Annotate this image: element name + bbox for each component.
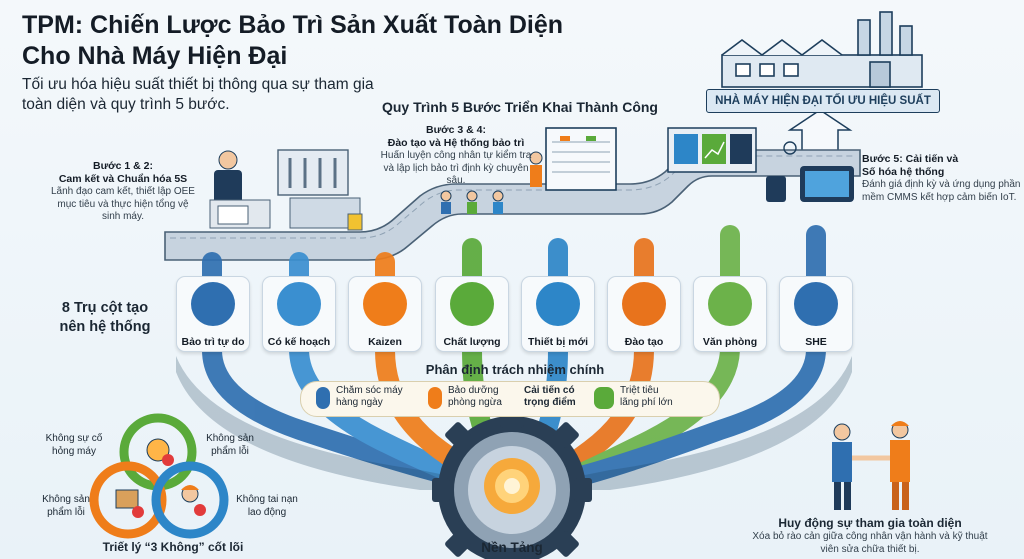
pillars-label-line-1: 8 Trụ cột tạo [61, 300, 149, 316]
step-3-4-heading-b: Đào tạo và Hệ thống bảo trì [387, 137, 525, 149]
manager-signing-icon [209, 150, 271, 229]
zero-item-line1: Không sản [42, 494, 90, 505]
pillars-label: 8 Trụ cột tạo nên hệ thống [40, 299, 170, 337]
step-5: Bước 5: Cải tiến và Số hóa hệ thống Đánh… [862, 153, 1022, 204]
seated-workers-icon [440, 190, 504, 214]
foundation-label: Nền Tảng [481, 540, 543, 555]
handshake-workers-icon [832, 421, 910, 510]
zero-item-line2: hỏng máy [52, 445, 96, 457]
zero-item-line1: Không sản [206, 433, 254, 444]
page-title: TPM: Chiến Lược Bảo Trì Sản Xuất Toàn Di… [22, 10, 622, 72]
step-3-4-desc: Huấn luyện công nhân tự kiểm tra và lập … [380, 150, 532, 186]
three-zero-rings [89, 413, 229, 539]
training-board-icon [529, 127, 617, 191]
title-line-1: TPM: Chiến Lược Bảo Trì Sản Xuất Toàn Di… [22, 11, 564, 39]
robot-arm-icon [536, 282, 580, 326]
pillar-van-phong: Văn phòng [693, 276, 767, 352]
mobilize-heading: Huy động sự tham gia toàn diện [778, 516, 962, 530]
step-1-2-heading-b: Cam kết và Chuẩn hóa 5S [58, 173, 188, 185]
mobilize-desc: Xóa bỏ rào cản giữa công nhân vận hành v… [752, 531, 988, 555]
goal-banner: NHÀ MÁY HIỆN ĐẠI TỐI ƯU HIỆU SUẤT [706, 89, 940, 113]
step-1-2-desc: Lãnh đạo cam kết, thiết lập OEE mục tiêu… [51, 186, 195, 222]
zero-item-line2: phẩm lỗi [47, 506, 85, 518]
pillar-label: SHE [805, 336, 827, 348]
step-5-desc: Đánh giá định kỳ và ứng dụng phần mềm CM… [862, 179, 1021, 203]
process-title: Quy Trình 5 Bước Triển Khai Thành Công [381, 99, 658, 115]
responsibility-item: Triệt tiêu lãng phí lớn [594, 385, 673, 409]
step-3-4: Bước 3 & 4: Đào tạo và Hệ thống bảo trì … [376, 124, 536, 188]
lightbulb-growth-icon [363, 282, 407, 326]
shield-plus-icon [794, 282, 838, 326]
three-zero-philosophy: Triết lý “3 Không” cốt lõi [102, 540, 244, 554]
pillar-co-ke-hoach: Có kế hoạch [262, 276, 336, 352]
gear-error-icon [146, 438, 174, 466]
pillar-label: Đào tạo [624, 336, 664, 348]
tool-wall-icon [277, 149, 363, 231]
pillar-label: Bảo trì tự do [181, 336, 245, 348]
responsibility-item: Chăm sóc máy hàng ngày [316, 385, 403, 409]
factory-icon [721, 11, 923, 88]
pillar-dao-tao: Đào tạo [607, 276, 681, 352]
zero-item-4: Không tai nạn lao động [222, 494, 312, 519]
step-1-2-heading-a: Bước 1 & 2: [92, 160, 153, 172]
pillars-label-line-2: nên hệ thống [59, 319, 151, 335]
pillar-label: Có kế hoạch [267, 336, 331, 348]
responsibilities-title: Phân định trách nhiệm chính [425, 362, 605, 377]
responsibility-text-a: Cải tiến có [524, 385, 575, 396]
responsibility-text-b: hàng ngày [336, 397, 383, 408]
pillar-she: SHE [779, 276, 853, 352]
pillar-label: Chất lượng [443, 336, 501, 348]
zero-item-line1: Không tai nạn [236, 494, 298, 505]
box-error-icon [115, 489, 144, 518]
group-icon [594, 387, 614, 409]
tablet-icon [766, 141, 854, 202]
responsibility-text-b: trọng điểm [524, 397, 576, 408]
responsibility-item: Cải tiến có trọng điểm [524, 385, 576, 409]
pillar-label: Thiết bị mới [528, 336, 588, 348]
pillar-thiet-bi-moi: Thiết bị mới [521, 276, 595, 352]
calendar-tools-icon [277, 282, 321, 326]
operator-icon [316, 387, 330, 409]
zero-item-line1: Không sự cố [45, 433, 103, 444]
step-5-heading-a: Bước 5: Cải tiến và [862, 153, 959, 165]
zero-item-2: Không sản phẩm lỗi [190, 433, 270, 458]
step-5-heading-b: Số hóa hệ thống [862, 166, 945, 178]
worker-clipboard-icon [191, 282, 235, 326]
step-1-2: Bước 1 & 2: Cam kết và Chuẩn hóa 5S Lãnh… [48, 160, 198, 224]
zero-item-line2: lao động [247, 506, 287, 518]
responsibility-text-b: lãng phí lớn [620, 397, 673, 408]
team-icon [428, 387, 442, 409]
pillar-kaizen: Kaizen [348, 276, 422, 352]
zero-item-line2: phẩm lỗi [211, 445, 249, 457]
stream-shadow [176, 356, 852, 490]
trainer-board-icon [622, 282, 666, 326]
office-desk-icon [708, 282, 752, 326]
pillar-chat-luong: Chất lượng [435, 276, 509, 352]
responsibility-text-a: Triệt tiêu [620, 385, 659, 396]
page-subtitle: Tối ưu hóa hiệu suất thiết bị thông qua … [22, 76, 374, 113]
step-3-4-heading-a: Bước 3 & 4: [425, 124, 486, 136]
pillar-label: Kaizen [368, 336, 402, 348]
zero-item-3: Không sản phẩm lỗi [26, 494, 106, 519]
responsibility-text-b: phòng ngừa [448, 397, 502, 408]
magnifier-check-icon [450, 282, 494, 326]
title-line-2: Cho Nhà Máy Hiện Đại [22, 42, 288, 70]
foundation-gear-icon [432, 408, 592, 559]
pillar-bao-tri-tu-do: Bảo trì tự do [176, 276, 250, 352]
responsibilities-bar [300, 381, 720, 417]
responsibility-text-a: Bảo dưỡng [448, 385, 499, 396]
control-console-icon [667, 127, 757, 173]
zero-item-1: Không sự cố hỏng máy [34, 433, 114, 458]
responsibility-item: Bảo dưỡng phòng ngừa [428, 385, 502, 409]
pillar-label: Văn phòng [702, 336, 758, 348]
worker-error-icon [181, 485, 206, 516]
responsibility-text-a: Chăm sóc máy [336, 385, 403, 396]
